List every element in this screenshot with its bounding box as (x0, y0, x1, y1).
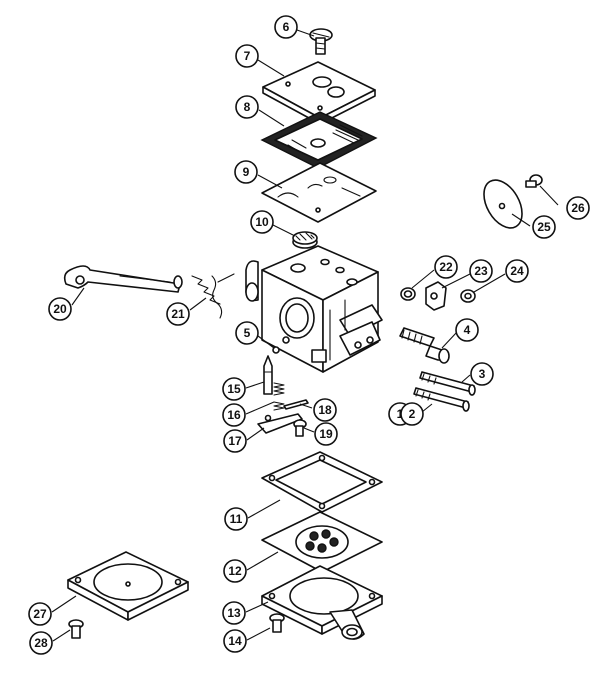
callout-20: 20 (48, 297, 72, 321)
part-23-lever (425, 281, 447, 311)
part-6-screw (309, 28, 333, 55)
svg-text:10: 10 (255, 215, 269, 229)
svg-text:5: 5 (244, 326, 251, 340)
part-4-large-screw (399, 327, 450, 364)
callout-28: 28 (29, 631, 53, 655)
callout-27: 27 (28, 602, 52, 626)
svg-text:22: 22 (439, 260, 453, 274)
svg-text:9: 9 (243, 165, 250, 179)
part-26-screw (525, 174, 543, 188)
part-10-filter-screen (292, 231, 318, 249)
part-25-disc (483, 179, 523, 229)
svg-text:24: 24 (510, 264, 524, 278)
carburetor-body (245, 245, 383, 373)
callout-9: 9 (234, 160, 258, 184)
callout-23: 23 (469, 259, 493, 283)
svg-text:21: 21 (171, 307, 185, 321)
part-27-cover (67, 551, 189, 621)
callout-18: 18 (313, 398, 337, 422)
part-11-gasket (261, 451, 383, 513)
callout-15: 15 (222, 377, 246, 401)
part-8-gasket (260, 111, 378, 169)
part-28-screw (68, 619, 84, 639)
part-3-needle (419, 371, 476, 396)
svg-text:14: 14 (228, 634, 242, 648)
svg-text:11: 11 (230, 512, 243, 526)
callout-4: 4 (455, 318, 479, 342)
callout-26: 26 (566, 196, 590, 220)
callout-24: 24 (505, 259, 529, 283)
part-18-pin (283, 399, 309, 410)
svg-text:18: 18 (318, 403, 332, 417)
svg-text:28: 28 (34, 636, 48, 650)
svg-text:12: 12 (228, 564, 242, 578)
callout-14: 14 (223, 629, 247, 653)
part-5-ball (272, 346, 280, 354)
svg-text:23: 23 (474, 264, 488, 278)
svg-text:26: 26 (571, 201, 585, 215)
part-24-nut (460, 289, 476, 303)
svg-text:2: 2 (409, 407, 416, 421)
callout-22: 22 (434, 255, 458, 279)
part-17-lever (257, 413, 303, 434)
svg-text:25: 25 (537, 220, 551, 234)
svg-text:6: 6 (283, 20, 290, 34)
part-9-plate (261, 162, 377, 223)
part-2-needle (413, 387, 470, 412)
part-20-throttle-shaft (63, 265, 183, 293)
part-12-diaphragm (261, 511, 383, 573)
callout-bubbles: 6 7 8 9 10 5 20 21 22 23 24 26 25 4 3 1 … (28, 15, 590, 655)
svg-text:4: 4 (464, 323, 471, 337)
svg-text:13: 13 (227, 606, 241, 620)
callout-2: 2 (400, 402, 424, 426)
callout-7: 7 (235, 44, 259, 68)
leader-lines (51, 29, 559, 642)
callout-16: 16 (222, 403, 246, 427)
svg-text:7: 7 (244, 49, 251, 63)
callout-21: 21 (166, 302, 190, 326)
callout-17: 17 (223, 429, 247, 453)
part-15-needle-valve (263, 355, 273, 395)
part-14-screw (269, 613, 285, 633)
part-22-ring (400, 287, 416, 301)
part-21-spring (191, 273, 235, 319)
callout-6: 6 (274, 15, 298, 39)
callout-8: 8 (235, 95, 259, 119)
svg-text:19: 19 (319, 427, 333, 441)
callout-25: 25 (532, 215, 556, 239)
svg-text:3: 3 (479, 367, 486, 381)
callout-11: 11 (224, 507, 248, 531)
part-13-pump-cover (261, 565, 383, 640)
svg-text:1: 1 (397, 407, 404, 421)
svg-text:27: 27 (33, 607, 47, 621)
svg-text:16: 16 (227, 408, 241, 422)
callout-13: 13 (222, 601, 246, 625)
callout-5: 5 (235, 321, 259, 345)
svg-text:20: 20 (53, 302, 67, 316)
callout-3: 3 (470, 362, 494, 386)
callout-10: 10 (250, 210, 274, 234)
part-7-cover-plate (262, 61, 376, 125)
svg-text:8: 8 (244, 100, 251, 114)
callout-12: 12 (223, 559, 247, 583)
svg-text:15: 15 (227, 382, 241, 396)
svg-text:17: 17 (228, 434, 242, 448)
part-19-screw (293, 419, 307, 437)
part-16-spring (273, 382, 285, 411)
callout-19: 19 (314, 422, 338, 446)
